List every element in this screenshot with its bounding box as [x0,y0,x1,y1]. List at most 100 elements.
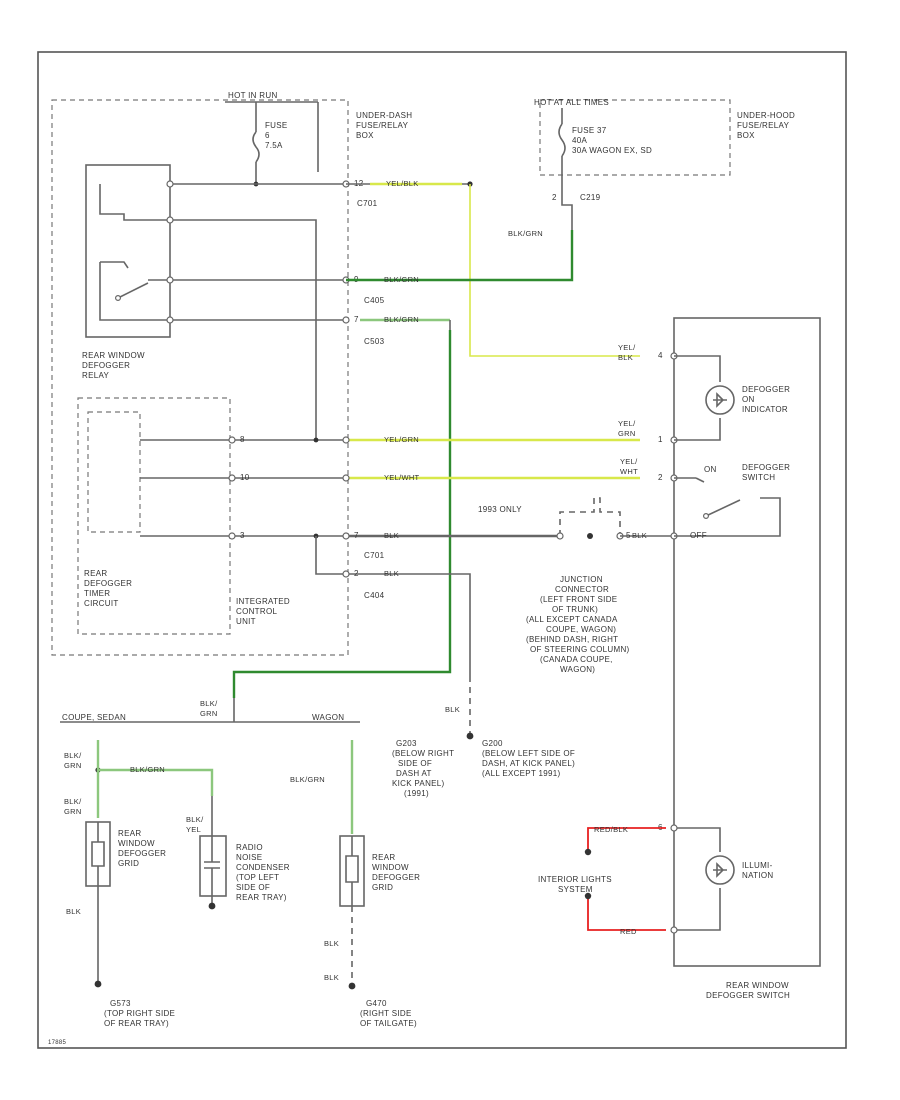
pin-2-c404-label: 2 [354,569,359,578]
g200-label: G200 (BELOW LEFT SIDE OF DASH, AT KICK P… [482,739,578,778]
blk-ground-label: BLK [445,705,460,714]
red-blk-label: RED/BLK [594,825,628,834]
g470-label: G470 (RIGHT SIDE OF TAILGATE) [360,999,417,1028]
blk-wagon-2-label: BLK [324,973,339,982]
pin-10-label: 10 [240,473,250,482]
blk-switch-label: BLK [632,531,647,540]
condenser-label: RADIO NOISE CONDENSER (TOP LEFT SIDE OF … [236,843,292,902]
condenser-symbol-icon [204,836,220,906]
junction-ring-left [556,532,564,540]
yel-wht-right-label: YEL/ WHT [620,457,640,476]
pin-7b-label: 7 [354,531,359,540]
switch-pin-ring-3 [670,926,678,934]
yel-blk-drop [469,184,640,357]
switch-assembly-label: REAR WINDOW DEFOGGER SWITCH [706,981,791,1000]
defogger-indicator-bulb-icon [705,385,735,415]
blk-coupe-ground-label: BLK [66,907,81,916]
yel-blk-label: YEL/BLK [386,179,419,188]
relay-label: REAR WINDOW DEFOGGER RELAY [82,351,147,380]
yel-grn-label: YEL/GRN [384,435,419,444]
hot-at-all-times-label: HOT AT ALL TIMES [534,98,609,107]
blk-grn-mid-label: BLK/GRN [384,275,419,284]
blk-grn-down-highlight [232,330,452,698]
g200-ground [466,732,474,740]
integrated-control-unit-outline [77,397,231,635]
c219-stub [561,172,573,230]
g203-label: G203 (BELOW RIGHT SIDE OF DASH AT KICK P… [392,739,457,798]
junction-label: JUNCTION CONNECTOR (LEFT FRONT SIDE OF T… [526,575,632,674]
1993-only-label: 1993 ONLY [478,505,522,514]
fuse-37-symbol [558,123,566,157]
relay-rail-2 [170,219,317,440]
blk-grn-coupe-horizontal [98,768,214,796]
relay-coil-wire [99,184,170,221]
relay-contact [117,279,170,299]
condenser-ground [208,902,216,910]
yel-wht-label: YEL/WHT [384,473,420,482]
c503-label: C503 [364,337,385,346]
pin-3-label: 3 [240,531,245,540]
blk-label-2: BLK [384,569,399,578]
pin-8-label: 8 [240,435,245,444]
red-label: RED [620,927,637,936]
relay-switch-wire [99,262,170,321]
blk-wagon-1-label: BLK [324,939,339,948]
interior-lights-dot-bottom [584,892,592,900]
blk-grn-c219-label: BLK/GRN [508,229,543,238]
illumination-wire [674,827,721,931]
under-hood-box-label: UNDER-HOOD FUSE/RELAY BOX [737,111,798,140]
yel-grn-junction [313,437,319,443]
hot-in-run-bus [225,101,319,184]
wagon-grid-symbol-icon [345,836,359,906]
red-wire [587,896,666,931]
illumination-bulb-icon [705,855,735,885]
c701-label-bottom: C701 [364,551,385,560]
blk-grn-wagon-label: BLK/GRN [290,775,325,784]
indicator-diode-icon [713,392,727,408]
blk-label-1: BLK [384,531,399,540]
illumination-label: ILLUMI- NATION [742,861,775,880]
pin-7-label: 7 [354,315,359,324]
interior-lights-label: INTERIOR LIGHTS SYSTEM [538,875,614,894]
pin-2b-label: 2 [658,473,663,482]
junction-dot [587,533,593,539]
coupe-sedan-label: COUPE, SEDAN [62,713,126,722]
coupe-grid-label: REAR WINDOW DEFOGGER GRID [118,829,169,868]
c219-label: C219 [580,193,601,202]
relay-pin-ring-3 [166,276,174,284]
fuse-6-symbol [252,131,260,163]
under-hood-fuse-box-outline [539,99,731,176]
switch-pin-ring-6 [670,824,678,832]
blk-grn-c503-label: BLK/GRN [384,315,419,324]
g573-ground [94,980,102,988]
c405-label: C405 [364,296,385,305]
on-label: ON [704,465,717,474]
indicator-wire [674,355,721,441]
relay-pin-ring-4 [166,316,174,324]
icu-label: INTEGRATED CONTROL UNIT [236,597,293,626]
interior-lights-dot-top [584,848,592,856]
icu-pin-ring-3 [228,532,236,540]
c404-label: C404 [364,591,385,600]
under-dash-fuse-box-outline [51,99,349,656]
c701-ring-4 [342,532,350,540]
c701-ring-2 [342,436,350,444]
g573-label: G573 (TOP RIGHT SIDE OF REAR TRAY) [104,999,178,1028]
blk-grn-horiz-label: BLK/GRN [130,765,165,774]
blk-c404-run [315,536,471,676]
timer-circuit-label: REAR DEFOGGER TIMER CIRCUIT [84,569,135,608]
blk-grn-left-label: BLK/ GRN [200,699,220,718]
relay-lever [100,261,129,269]
switch-wire [674,477,781,537]
off-label: OFF [690,531,707,540]
relay-pin-ring-2 [166,216,174,224]
hot-in-run-label: HOT IN RUN [228,91,278,100]
blk-grn-c219-run [346,230,574,282]
under-dash-box-label: UNDER-DASH FUSE/RELAY BOX [356,111,415,140]
icu-pin-ring-1 [228,436,236,444]
pin-5-label: 5 [626,531,631,540]
relay-pin-ring-1 [166,180,174,188]
blk-grn-l-label: BLK/ GRN [64,751,84,770]
defogger-relay-box [85,164,171,338]
